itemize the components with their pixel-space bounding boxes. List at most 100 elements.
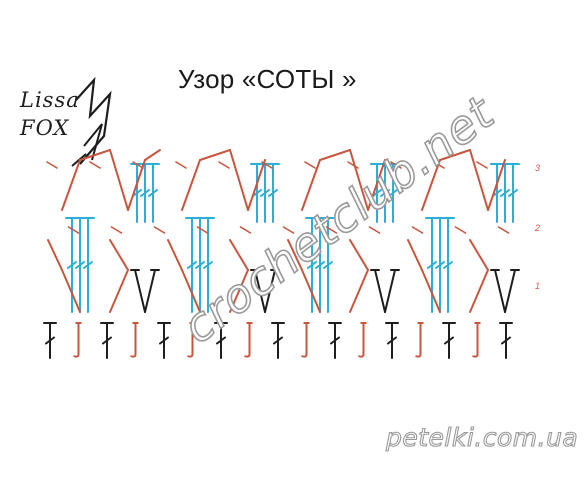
v-cluster-left xyxy=(134,269,146,313)
diagram-title: Узор «СОТЫ » xyxy=(178,64,357,94)
sc-stitch-slash xyxy=(273,336,283,345)
chain-hook-stitch xyxy=(244,322,253,358)
chain-tick xyxy=(175,161,187,169)
dc-stitch-row3-slash xyxy=(140,189,150,197)
chain-stitch-upper xyxy=(349,149,369,211)
chain-tick xyxy=(218,161,230,169)
chain-tick xyxy=(390,161,402,169)
sc-stitch-slash xyxy=(102,336,112,345)
chain-tick xyxy=(282,226,295,234)
dc-stitch-row3-slash xyxy=(500,189,510,197)
chain-stitch-lower xyxy=(349,239,369,271)
chain-stitch-upper xyxy=(199,149,231,161)
chain-tick xyxy=(368,226,381,234)
chain-stitch-upper xyxy=(181,159,201,211)
dc-stitch-row2-slash xyxy=(67,261,77,269)
chain-stitch-lower xyxy=(469,269,489,313)
chain-stitch-lower xyxy=(47,239,63,271)
chain-stitch-upper xyxy=(109,149,129,211)
v-cluster-left xyxy=(254,269,266,313)
row-number-2: 2 xyxy=(535,223,541,233)
chain-stitch-upper xyxy=(61,159,81,211)
chain-hook-stitch xyxy=(358,322,367,358)
chain-hook-stitch xyxy=(130,322,139,358)
dc-stitch-row3-slash xyxy=(148,189,158,197)
dc-stitch-row3-slash xyxy=(388,189,398,197)
chain-hook-stitch xyxy=(301,322,310,358)
chain-stitch-lower xyxy=(469,239,489,271)
chain-stitch-upper xyxy=(469,149,489,211)
chain-tick xyxy=(433,161,445,169)
sc-stitch-slash xyxy=(45,336,55,345)
chain-stitch-lower xyxy=(109,269,129,313)
dc-stitch-row2-slash xyxy=(203,261,213,269)
dc-stitch-row2-slash xyxy=(307,261,317,269)
chain-stitch-upper xyxy=(439,149,471,161)
chain-stitch-lower xyxy=(407,239,423,271)
chain-stitch-upper xyxy=(319,149,351,161)
chain-stitch-lower xyxy=(229,239,249,271)
chain-tick xyxy=(110,226,123,234)
chain-stitch-lower xyxy=(109,239,129,271)
chain-tick xyxy=(325,226,338,234)
chain-tick xyxy=(239,226,252,234)
v-cluster-left xyxy=(374,269,386,313)
sc-stitch-slash xyxy=(501,336,511,345)
row-number-3: 3 xyxy=(535,163,541,173)
chain-stitch-lower xyxy=(301,269,321,313)
chain-stitch-lower xyxy=(61,269,81,313)
dc-stitch-row2-slash xyxy=(187,261,197,269)
chain-hook-stitch xyxy=(472,322,481,358)
v-cluster-right xyxy=(264,269,276,313)
dc-stitch-row3-slash xyxy=(132,189,142,197)
logo-text-fox: FOX xyxy=(20,116,70,140)
v-cluster-right xyxy=(384,269,396,313)
dc-stitch-row3-slash xyxy=(372,189,382,197)
chain-stitch-upper xyxy=(301,159,321,211)
chain-stitch-upper xyxy=(247,159,266,211)
dc-stitch-row3-slash xyxy=(260,189,270,197)
dc-stitch-row3-slash xyxy=(492,189,502,197)
dc-stitch-row3-slash xyxy=(380,189,390,197)
dc-stitch-row2-slash xyxy=(83,261,93,269)
chain-stitch-upper xyxy=(487,159,506,211)
chain-stitch-lower xyxy=(167,239,183,271)
dc-stitch-row3-slash xyxy=(268,189,278,197)
row-number-1: 1 xyxy=(535,281,541,291)
chain-tick xyxy=(497,226,510,234)
v-cluster-right xyxy=(504,269,516,313)
v-cluster-right xyxy=(144,269,156,313)
chain-tick xyxy=(476,161,488,169)
dc-stitch-row2-slash xyxy=(323,261,333,269)
chain-tick xyxy=(132,161,144,169)
chain-stitch-lower xyxy=(421,269,441,313)
chain-tick xyxy=(304,161,316,169)
chain-tick xyxy=(347,161,359,169)
chain-stitch-upper xyxy=(79,149,111,161)
chain-tick xyxy=(153,226,166,234)
chain-tick xyxy=(89,161,101,169)
sc-stitch-slash xyxy=(444,336,454,345)
chain-stitch-upper xyxy=(229,149,249,211)
watermark-petelki: petelki.com.ua xyxy=(385,422,579,452)
chain-tick xyxy=(411,226,424,234)
chain-stitch-lower xyxy=(349,269,369,313)
chain-tick xyxy=(454,226,467,234)
dc-stitch-row3-slash xyxy=(508,189,518,197)
dc-stitch-row2-slash xyxy=(195,261,205,269)
chain-tick xyxy=(67,226,80,234)
dc-stitch-row2-slash xyxy=(435,261,445,269)
chain-tick xyxy=(261,161,273,169)
dc-stitch-row2-slash xyxy=(75,261,85,269)
dc-stitch-row3-slash xyxy=(252,189,262,197)
v-cluster-left xyxy=(494,269,506,313)
logo-text-lissa: Lissa xyxy=(20,88,80,112)
sc-stitch-slash xyxy=(216,336,226,345)
chain-tick xyxy=(46,161,58,169)
chain-stitch-lower xyxy=(287,239,303,271)
sc-stitch-slash xyxy=(387,336,397,345)
chain-hook-stitch xyxy=(73,322,82,358)
lissa-fox-logo: Lissa FOX xyxy=(14,76,124,186)
